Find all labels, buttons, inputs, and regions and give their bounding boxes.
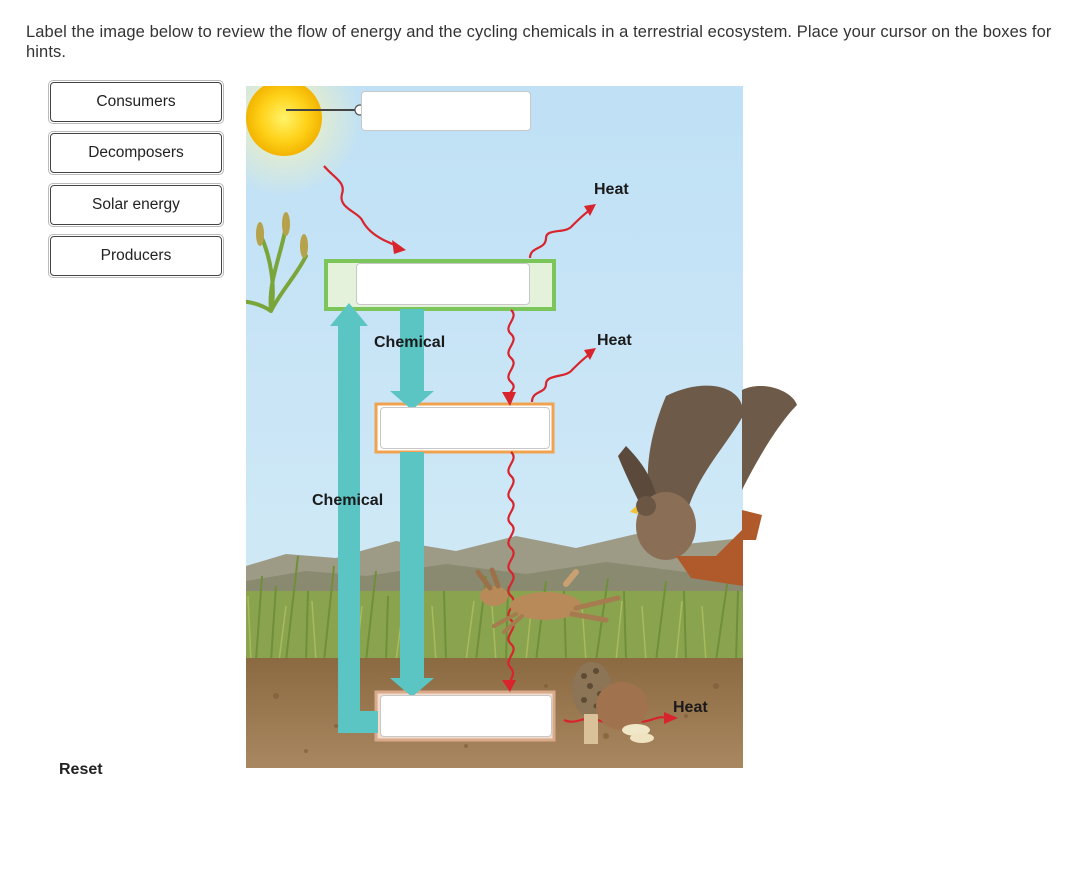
- instructions-text: Label the image below to review the flow…: [26, 23, 1052, 61]
- chemical-label: Chemical: [312, 492, 384, 509]
- ecosystem-diagram: Heat Heat Heat Chemical Chemical: [246, 86, 743, 768]
- label-tile-consumers[interactable]: Consumers: [48, 80, 224, 124]
- chemical-arrows: [330, 303, 434, 733]
- drop-zone-consumers[interactable]: [380, 407, 550, 449]
- wheat-plant-illustration: [246, 212, 308, 313]
- drop-zone-sun[interactable]: [361, 91, 531, 131]
- drop-zone-producers[interactable]: [356, 263, 530, 305]
- label-tile-solar-energy[interactable]: Solar energy: [48, 183, 224, 227]
- sun-icon: [246, 86, 322, 156]
- chemical-label: Chemical: [374, 334, 446, 351]
- label-tile-text: Consumers: [96, 93, 176, 110]
- hawk-wing-illustration: [742, 385, 797, 540]
- heat-label: Heat: [594, 181, 629, 198]
- heat-label: Heat: [673, 699, 708, 716]
- label-tile-decomposers[interactable]: Decomposers: [48, 131, 224, 175]
- label-tile-text: Solar energy: [92, 196, 180, 213]
- energy-arrows: [323, 165, 667, 723]
- label-tile-text: Producers: [100, 247, 172, 264]
- mushroom-illustration: [572, 662, 654, 744]
- reset-button[interactable]: Reset: [59, 761, 103, 778]
- drop-zone-decomposers[interactable]: [380, 695, 552, 737]
- hawk-illustration: [618, 385, 743, 586]
- heat-label: Heat: [597, 332, 632, 349]
- label-tile-text: Decomposers: [88, 144, 184, 161]
- label-tile-producers[interactable]: Producers: [48, 234, 224, 278]
- hare-illustration: [475, 567, 621, 634]
